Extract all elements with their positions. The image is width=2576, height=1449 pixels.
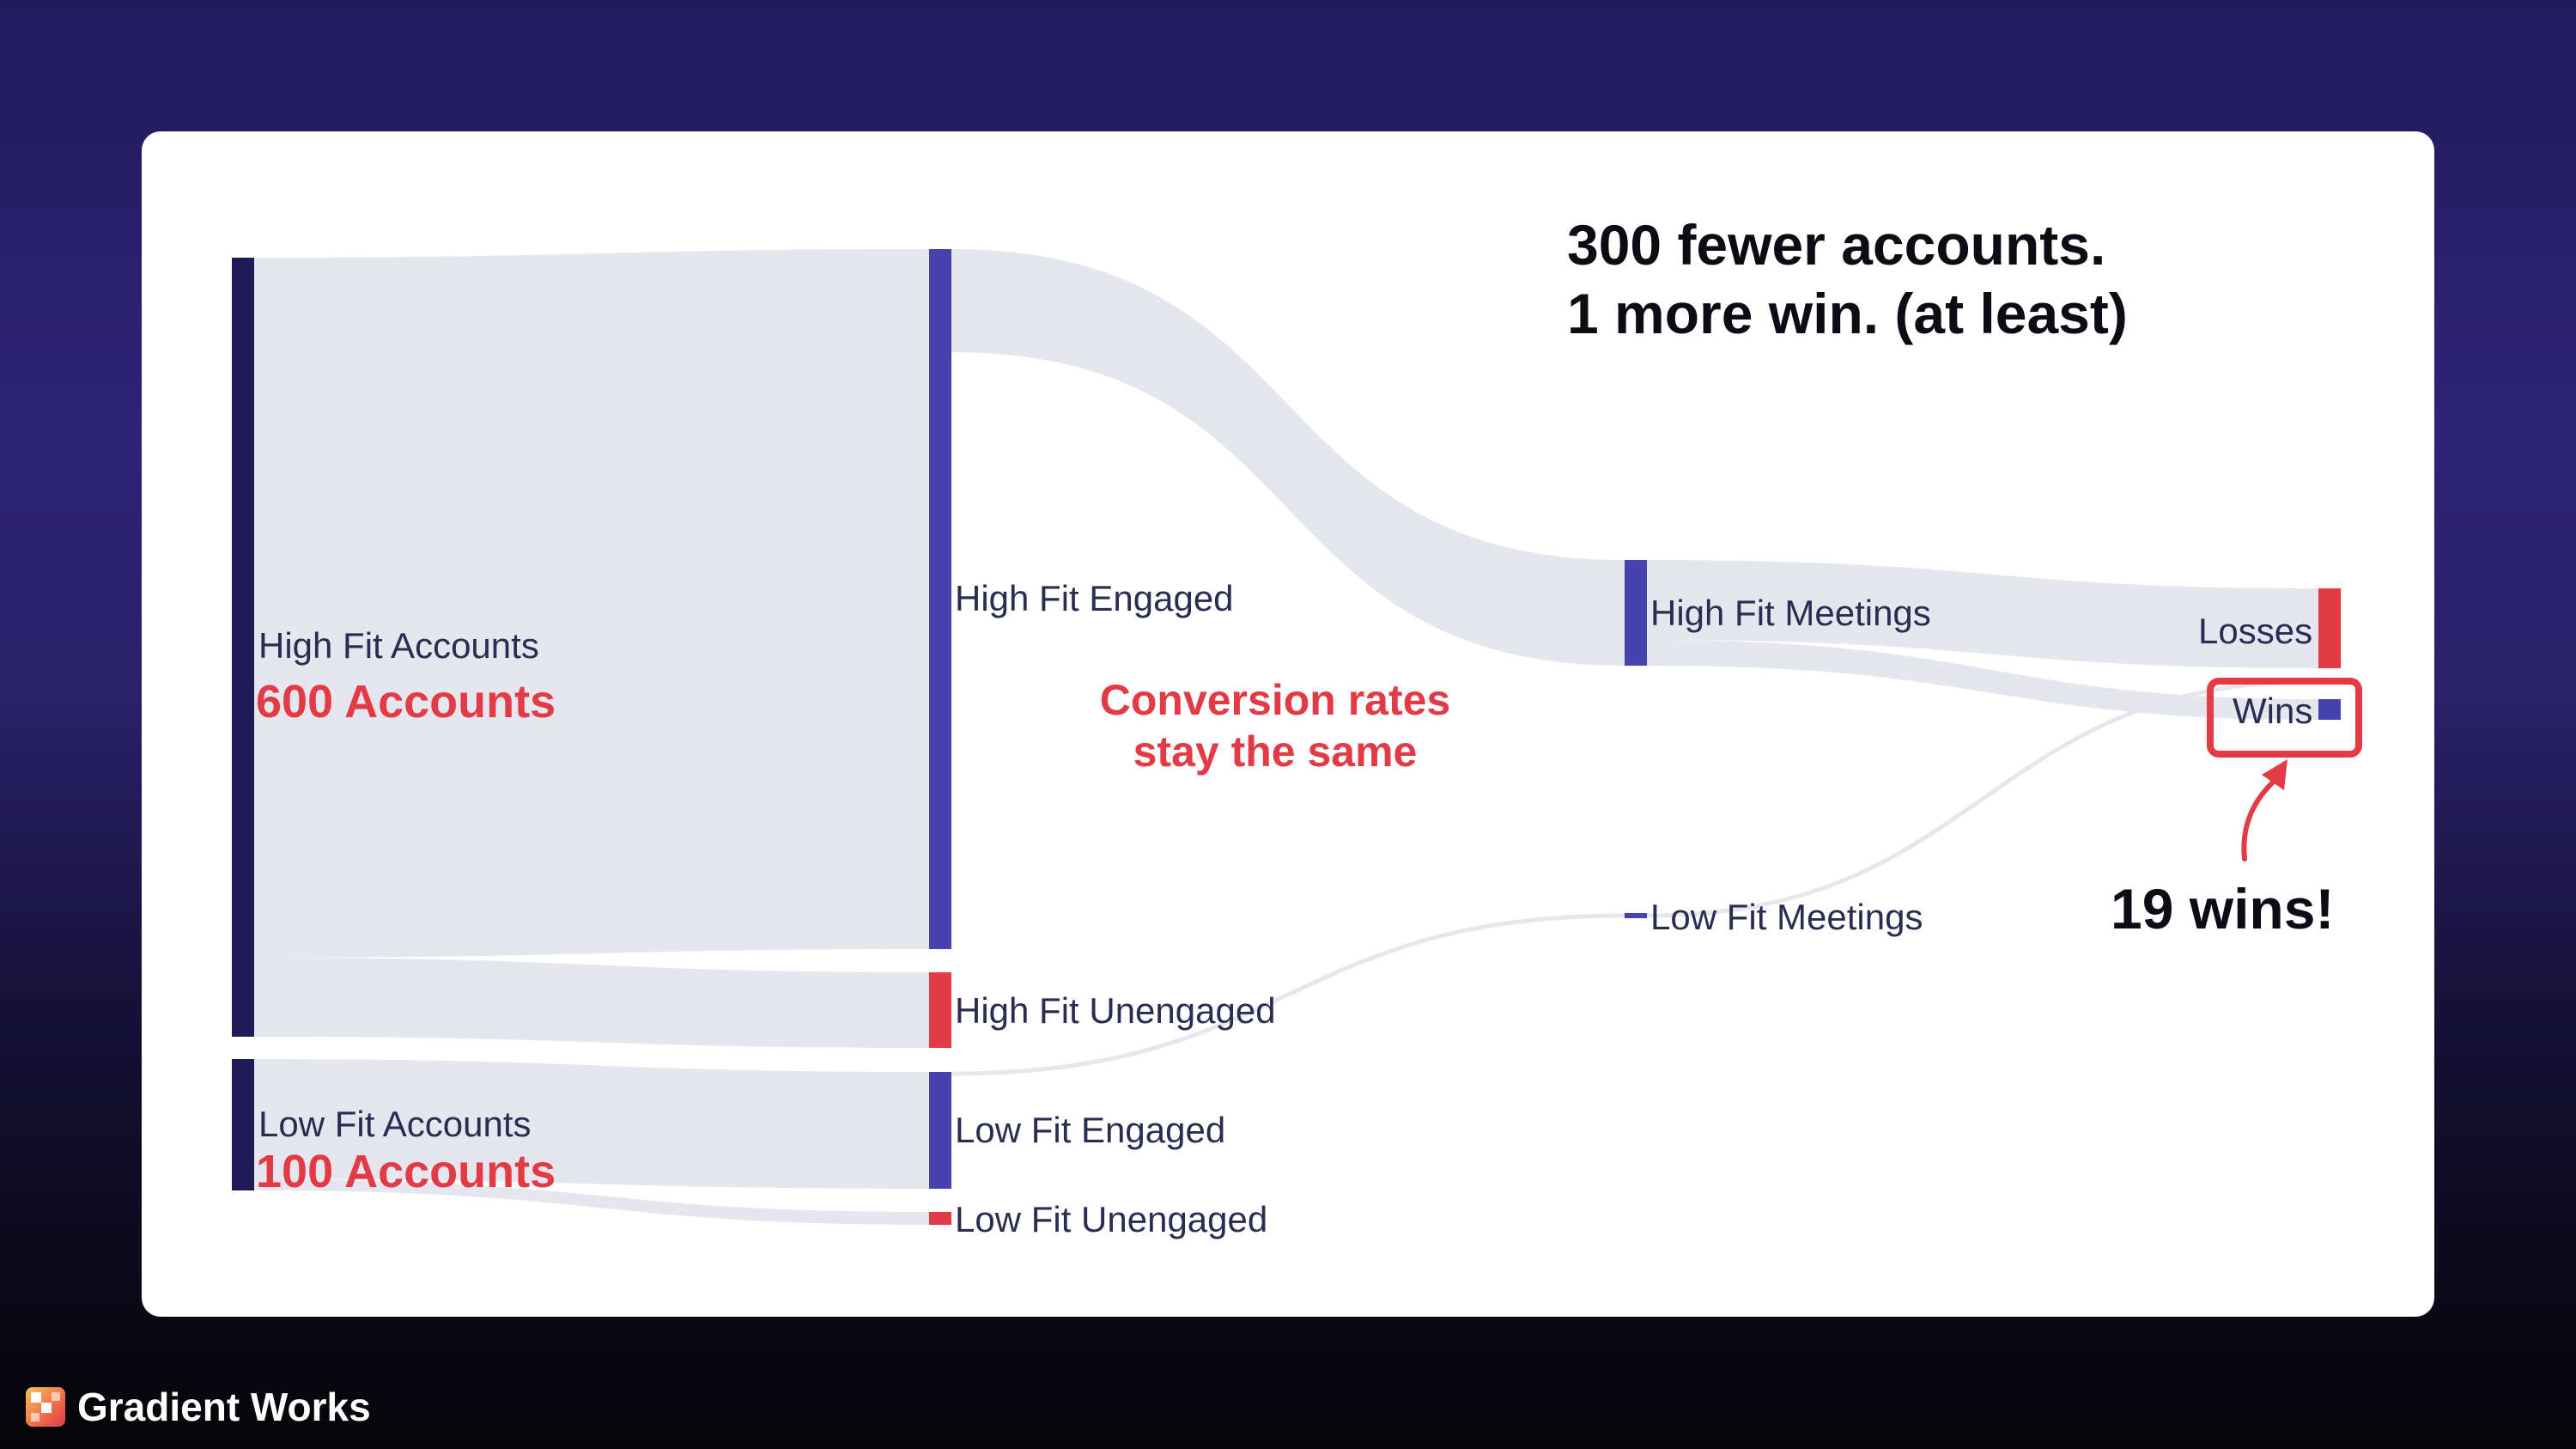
conversion-note-line-2: stay the same	[1133, 728, 1418, 776]
label-low-fit-meetings: Low Fit Meetings	[1650, 897, 1923, 937]
conversion-note-line-1: Conversion rates	[1099, 676, 1451, 724]
wins-highlight-box	[2207, 678, 2362, 758]
wins-callout: 19 wins!	[2111, 877, 2335, 941]
count-high-fit-accounts: 600 Accounts	[256, 676, 556, 728]
sankey-thin-flows	[951, 679, 2319, 1076]
arrow-icon	[2241, 759, 2287, 861]
label-losses: Losses	[2198, 611, 2313, 651]
flow-high-fit-meetings-to-losses	[1647, 560, 2318, 668]
label-high-fit-meetings: High Fit Meetings	[1650, 593, 1931, 633]
node-low-fit-meetings	[1625, 913, 1647, 918]
headline-line-1: 300 fewer accounts.	[1567, 213, 2106, 277]
label-low-fit-accounts: Low Fit Accounts	[258, 1104, 532, 1144]
flow-high-fit-engaged-to-high-fit-meetings	[951, 249, 1625, 666]
node-high-fit-engaged	[929, 249, 951, 949]
sankey-flows	[254, 249, 2318, 1225]
label-high-fit-accounts: High Fit Accounts	[258, 625, 539, 666]
flow-low-fit-accounts-to-low-fit-engaged	[254, 1059, 929, 1189]
brand: Gradient Works	[26, 1385, 371, 1429]
node-low-fit-accounts	[232, 1059, 254, 1190]
node-low-fit-engaged	[929, 1072, 951, 1189]
node-low-fit-unengaged	[929, 1212, 951, 1225]
label-low-fit-engaged: Low Fit Engaged	[955, 1110, 1226, 1150]
label-wins: Wins	[2233, 691, 2313, 731]
brand-name: Gradient Works	[77, 1385, 371, 1429]
node-high-fit-accounts	[232, 258, 254, 1037]
gradient-works-logo-icon	[26, 1387, 65, 1427]
count-low-fit-accounts: 100 Accounts	[256, 1146, 556, 1197]
headline: 300 fewer accounts. 1 more win. (at leas…	[1567, 210, 2128, 348]
flow-high-fit-accounts-to-high-fit-unengaged	[254, 958, 929, 1048]
conversion-note: Conversion rates stay the same	[1069, 674, 1481, 777]
label-high-fit-unengaged: High Fit Unengaged	[955, 990, 1276, 1031]
node-high-fit-unengaged	[929, 972, 951, 1048]
label-high-fit-engaged: High Fit Engaged	[955, 578, 1234, 618]
flow-low-fit-accounts-to-low-fit-unengaged	[254, 1179, 929, 1225]
flow-high-fit-accounts-to-high-fit-engaged	[254, 249, 929, 958]
node-losses	[2318, 588, 2341, 668]
headline-line-2: 1 more win. (at least)	[1567, 282, 2128, 345]
flow-high-fit-meetings-to-wins	[1647, 640, 2318, 720]
flow-low-fit-meetings-to-wins	[1646, 679, 2319, 918]
label-low-fit-unengaged: Low Fit Unengaged	[955, 1199, 1268, 1239]
flow-low-fit-engaged-to-low-fit-meetings	[951, 913, 1625, 1076]
node-high-fit-meetings	[1625, 560, 1647, 666]
node-wins	[2318, 699, 2341, 720]
